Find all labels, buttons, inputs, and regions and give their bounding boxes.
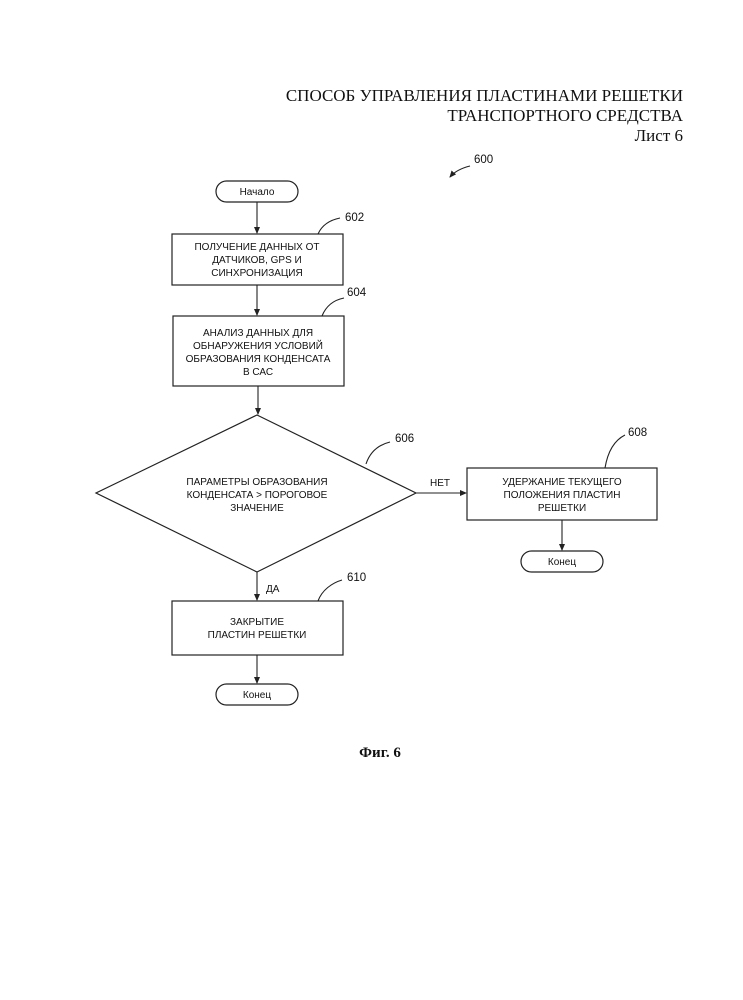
decision-606-line-1: ПАРАМЕТРЫ ОБРАЗОВАНИЯ xyxy=(186,477,327,488)
end-terminal-610: Конец xyxy=(216,684,298,705)
start-label: Начало xyxy=(240,187,275,198)
step-608-line-1: УДЕРЖАНИЕ ТЕКУЩЕГО xyxy=(502,477,622,488)
branch-no-label: НЕТ xyxy=(430,478,450,489)
end-terminal-608: Конец xyxy=(521,551,603,572)
decision-606-ref: 606 xyxy=(395,433,414,445)
end-610-label: Конец xyxy=(243,690,271,701)
step-604-line-3: ОБРАЗОВАНИЯ КОНДЕНСАТА xyxy=(186,354,331,365)
step-604: АНАЛИЗ ДАННЫХ ДЛЯ ОБНАРУЖЕНИЯ УСЛОВИЙ ОБ… xyxy=(173,287,367,386)
step-604-line-2: ОБНАРУЖЕНИЯ УСЛОВИЙ xyxy=(193,339,323,352)
step-610-box xyxy=(172,601,343,655)
step-602-line-2: ДАТЧИКОВ, GPS И xyxy=(212,255,301,266)
start-terminal: Начало xyxy=(216,181,298,202)
end-608-label: Конец xyxy=(548,557,576,568)
step-610-line-2: ПЛАСТИН РЕШЕТКИ xyxy=(208,630,307,641)
step-602-line-3: СИНХРОНИЗАЦИЯ xyxy=(211,268,302,279)
decision-606-leader xyxy=(366,442,390,464)
step-610-leader xyxy=(318,580,342,601)
step-604-leader xyxy=(322,298,344,316)
step-602-ref: 602 xyxy=(345,212,364,224)
step-602-leader xyxy=(318,218,340,234)
figure-ref-label: 600 xyxy=(474,154,493,166)
step-610-line-1: ЗАКРЫТИЕ xyxy=(230,617,284,628)
step-608-leader xyxy=(605,435,625,468)
step-604-line-4: В САС xyxy=(243,367,273,378)
step-608-ref: 608 xyxy=(628,427,647,439)
step-608-line-2: ПОЛОЖЕНИЯ ПЛАСТИН xyxy=(504,490,621,501)
figure-reference: 600 xyxy=(450,154,493,177)
step-604-line-1: АНАЛИЗ ДАННЫХ ДЛЯ xyxy=(203,328,313,339)
step-602: ПОЛУЧЕНИЕ ДАННЫХ ОТ ДАТЧИКОВ, GPS И СИНХ… xyxy=(172,212,364,285)
branch-yes-label: ДА xyxy=(266,584,280,595)
step-610-ref: 610 xyxy=(347,572,366,584)
decision-606: ПАРАМЕТРЫ ОБРАЗОВАНИЯ КОНДЕНСАТА > ПОРОГ… xyxy=(96,415,416,572)
decision-606-line-2: КОНДЕНСАТА > ПОРОГОВОЕ xyxy=(187,490,328,501)
decision-606-line-3: ЗНАЧЕНИЕ xyxy=(230,503,284,514)
figure-caption: Фиг. 6 xyxy=(359,745,401,761)
step-608-line-3: РЕШЕТКИ xyxy=(538,503,586,514)
step-608: УДЕРЖАНИЕ ТЕКУЩЕГО ПОЛОЖЕНИЯ ПЛАСТИН РЕШ… xyxy=(467,427,657,520)
step-604-ref: 604 xyxy=(347,287,367,299)
figure-ref-arrow xyxy=(450,166,470,177)
step-602-line-1: ПОЛУЧЕНИЕ ДАННЫХ ОТ xyxy=(194,242,319,253)
